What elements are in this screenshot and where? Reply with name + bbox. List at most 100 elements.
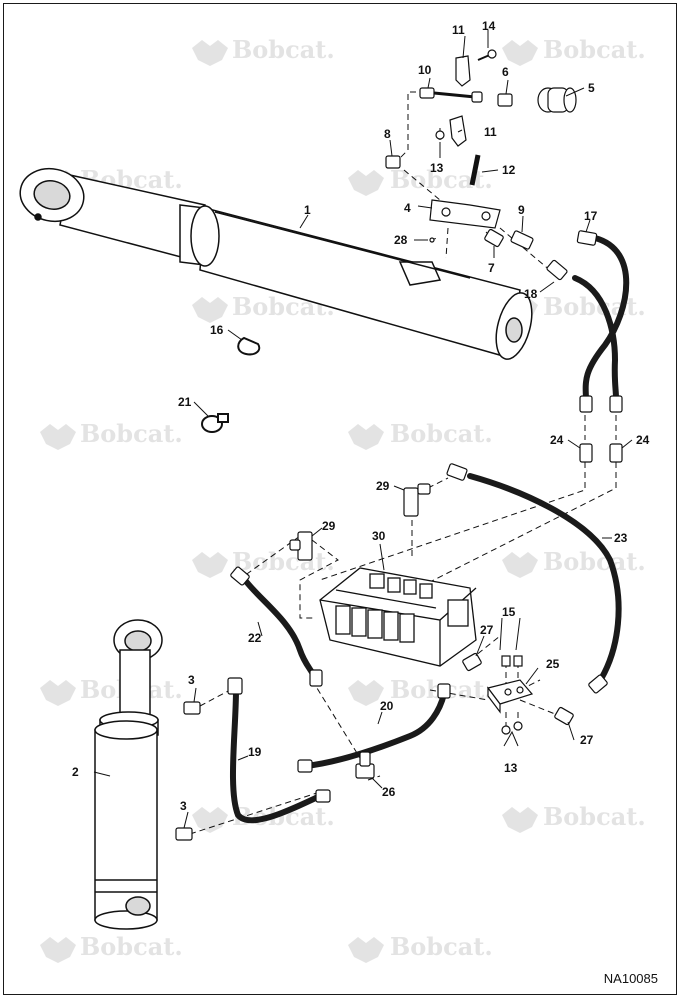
part-27-elbow-lower [554,706,574,726]
callout-21: 21 [178,395,192,409]
part-10-fitting [419,87,435,99]
watermark-text: Bobcat. [80,932,183,961]
callout-25: 25 [546,657,560,671]
watermark-logo [40,424,76,450]
part-30-control-valve [319,567,477,667]
callout-9: 9 [518,203,525,217]
callout-4: 4 [404,201,411,215]
part-7-fitting [484,228,504,248]
hose-group [229,235,630,824]
callout-1: 1 [304,203,311,217]
watermark-text: Bobcat. [232,802,335,831]
callout-27-upper: 27 [480,623,494,637]
part-5-sensor [537,87,577,113]
part-25-manifold [486,679,534,714]
callout-23: 23 [614,531,628,545]
watermark-text: Bobcat. [80,419,183,448]
part-6-fitting [497,93,513,107]
watermark-text: Bobcat. [543,35,646,64]
small-fittings [175,49,623,841]
part-26-tee [355,751,375,779]
hose-20 [303,691,447,769]
callout-3-upper: 3 [188,673,195,687]
watermark-logo [502,40,538,66]
part-29-tee-lower [289,531,313,561]
leader-lines [93,30,633,829]
watermark-text: Bobcat. [543,802,646,831]
part-4-valve-block [429,199,501,229]
callout-12: 12 [502,163,516,177]
watermark-text: Bobcat. [390,932,493,961]
part-3-fitting-upper [183,701,201,715]
callout-17: 17 [584,209,598,223]
callout-30: 30 [372,529,386,543]
watermark-logo [502,807,538,833]
part-11-clamp-top [455,55,471,87]
watermark-text: Bobcat. [543,547,646,576]
part-1-cylinder [19,167,533,360]
callout-7: 7 [488,261,495,275]
part-10-tube [433,91,476,99]
part-21-clip [201,413,229,433]
watermark-logo [192,807,228,833]
callout-26: 26 [382,785,396,799]
watermark-logo [348,680,384,706]
part-24-fitting-left [579,443,593,463]
part-13-nut [435,130,445,140]
callout-15: 15 [502,605,516,619]
callout-11-bottom: 11 [484,125,497,139]
callout-29-upper: 29 [376,479,390,493]
part-11-clamp-bottom [449,115,467,147]
hose-23 [467,473,622,687]
watermark-logo [40,680,76,706]
hose-fittings [227,230,623,803]
part-9-fitting [510,230,534,250]
watermark-text: Bobcat. [232,547,335,576]
callout-16: 16 [210,323,224,337]
reference-code: NA10085 [603,971,658,986]
part-12-pin [469,154,481,186]
watermark-logo [192,552,228,578]
callout-10: 10 [418,63,432,77]
callout-11-top: 11 [452,23,465,37]
part-16-clip [237,336,261,356]
callout-6: 6 [502,65,509,79]
part-8-fitting [385,155,401,169]
part-29-tee-upper [403,483,431,517]
hose-18 [572,275,619,401]
diagram-frame [3,3,677,995]
part-28-pin [429,237,435,243]
callout-8: 8 [384,127,391,141]
watermark-text: Bobcat. [232,35,335,64]
callout-14: 14 [482,19,496,33]
watermark-logo [192,297,228,323]
watermark-logo [348,424,384,450]
callout-labels: 1 2 3 3 4 5 6 7 8 9 10 11 11 12 13 13 14… [72,19,650,813]
callout-19: 19 [248,745,262,759]
callout-22: 22 [248,631,262,645]
callout-24-left: 24 [550,433,564,447]
watermark-text: Bobcat. [390,419,493,448]
part-2-cylinder [94,619,163,930]
watermark-logo [348,937,384,963]
callout-29-lower: 29 [322,519,336,533]
callout-24-right: 24 [636,433,650,447]
watermark-logo [192,40,228,66]
callout-13-upper: 13 [430,161,444,175]
assembly-dash-lines [189,91,617,835]
callout-3-lower: 3 [180,799,187,813]
watermark-logo [40,937,76,963]
hose-22 [242,577,319,683]
callout-2: 2 [72,765,79,779]
watermark-logo [348,170,384,196]
callout-20: 20 [380,699,394,713]
callout-18: 18 [524,287,538,301]
hose-19 [229,687,323,824]
part-24-fitting-right [609,443,623,463]
part-27-elbow-upper [462,652,482,672]
callout-5: 5 [588,81,595,95]
watermark-logo [502,552,538,578]
callout-28: 28 [394,233,408,247]
part-3-fitting-lower [175,827,193,841]
